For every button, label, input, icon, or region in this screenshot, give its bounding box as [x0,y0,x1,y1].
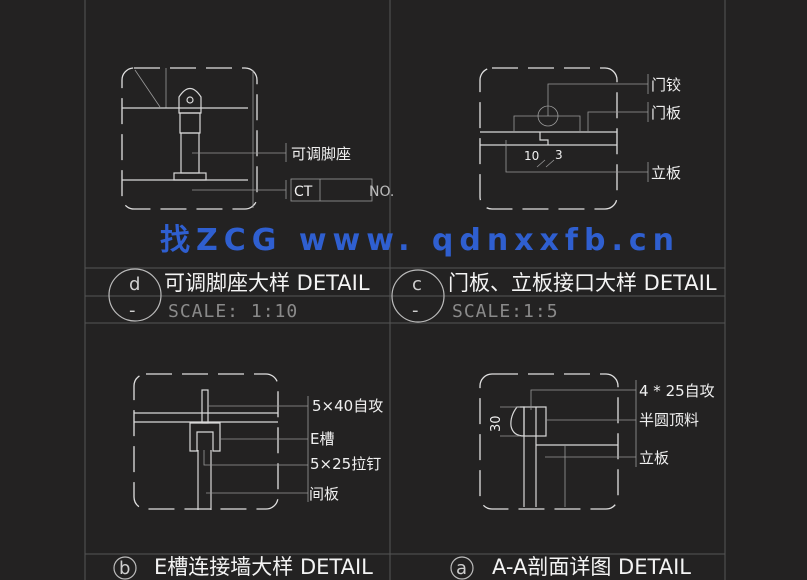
detail-sub-c: - [412,300,419,321]
detail-d-adjustable-foot: 可调脚座 CT NO. d - 可调脚座大样 DETAIL SCALE: 1:1… [108,67,394,322]
dim-30: 30 [489,415,504,432]
label-e-channel: E槽 [310,430,334,448]
dim-3: 3 [555,148,563,162]
tag-no: NO. [369,184,394,200]
label-screw-5x40: 5×40自攻 [312,397,383,415]
detail-id-a: a [456,558,467,579]
label-upright-panel: 立板 [651,164,681,182]
detail-b-e-channel-wall: 5×40自攻 E槽 5×25拉钉 间板 b E槽连接墙大样 DETAIL [113,373,383,580]
detail-title-c: 门板、立板接口大样 DETAIL [448,271,717,295]
detail-a-section-aa: 30 4 * 25自攻 半圆顶料 立板 a A-A剖面详图 DETAIL [450,373,715,580]
detail-sub-d: - [129,300,136,321]
tag-code: CT [294,184,313,200]
label-hinge: 门铰 [651,76,681,94]
dim-10: 10 [524,149,539,163]
label-upright-panel-a: 立板 [639,449,669,467]
label-partition-panel: 间板 [309,485,339,503]
detail-c-door-panel-joint: 门铰 门板 立板 10 3 c - 门板、立板接口大样 DETAIL SCALE… [391,67,717,323]
detail-id-c: c [412,274,422,295]
label-screw-4x25: 4 * 25自攻 [639,382,715,400]
label-adjustable-foot: 可调脚座 [291,145,351,163]
label-door-panel: 门板 [651,104,681,122]
detail-title-b: E槽连接墙大样 DETAIL [154,555,373,579]
detail-title-d: 可调脚座大样 DETAIL [164,271,370,295]
detail-title-a: A-A剖面详图 DETAIL [492,555,691,579]
watermark: 找ZCG www. qdnxxfb.cn [160,223,680,258]
detail-id-b: b [119,558,130,579]
detail-id-d: d [129,274,140,295]
label-rivet-5x25: 5×25拉钉 [310,455,381,473]
label-half-round-cap: 半圆顶料 [639,411,699,429]
sheet-frame [84,0,726,580]
detail-scale-d: SCALE: 1:10 [168,301,298,322]
detail-scale-c: SCALE:1:5 [452,301,559,322]
